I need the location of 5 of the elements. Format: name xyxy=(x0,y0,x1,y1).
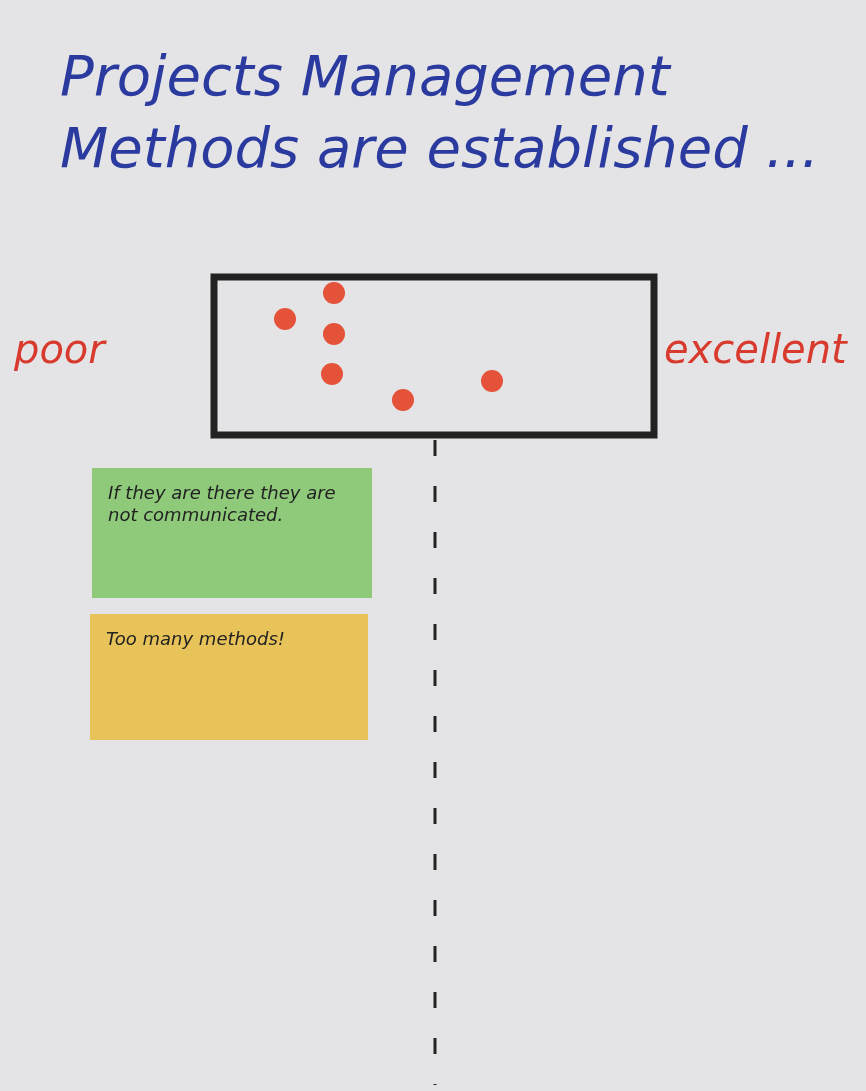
scale-label: poor xyxy=(14,326,105,372)
sticky-note: Too many methods! xyxy=(90,614,368,740)
sticky-note: If they are there they are not communicated. xyxy=(92,468,372,598)
title-text: Projects Management Methods are established ... xyxy=(60,42,821,182)
scale-label: excellent xyxy=(664,326,847,372)
